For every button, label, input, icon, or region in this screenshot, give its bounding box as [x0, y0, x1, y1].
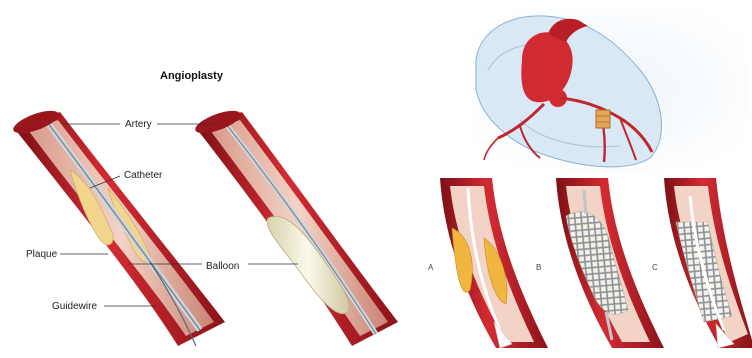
label-artery: Artery [125, 119, 152, 130]
vessel-right [193, 106, 398, 346]
label-balloon: Balloon [206, 261, 239, 272]
vessel-left [11, 106, 225, 346]
label-plaque: Plaque [26, 249, 58, 260]
label-guidewire: Guidewire [52, 301, 97, 312]
panel-c: C [652, 178, 752, 348]
heart-illustration [470, 6, 748, 172]
panel-label-a: A [428, 263, 434, 272]
panel-a: A [428, 178, 548, 348]
panel-b: B [536, 178, 664, 348]
label-catheter: Catheter [124, 170, 163, 181]
panel-label-b: B [536, 263, 541, 272]
diagram-title: Angioplasty [160, 70, 224, 82]
panel-label-c: C [652, 263, 658, 272]
